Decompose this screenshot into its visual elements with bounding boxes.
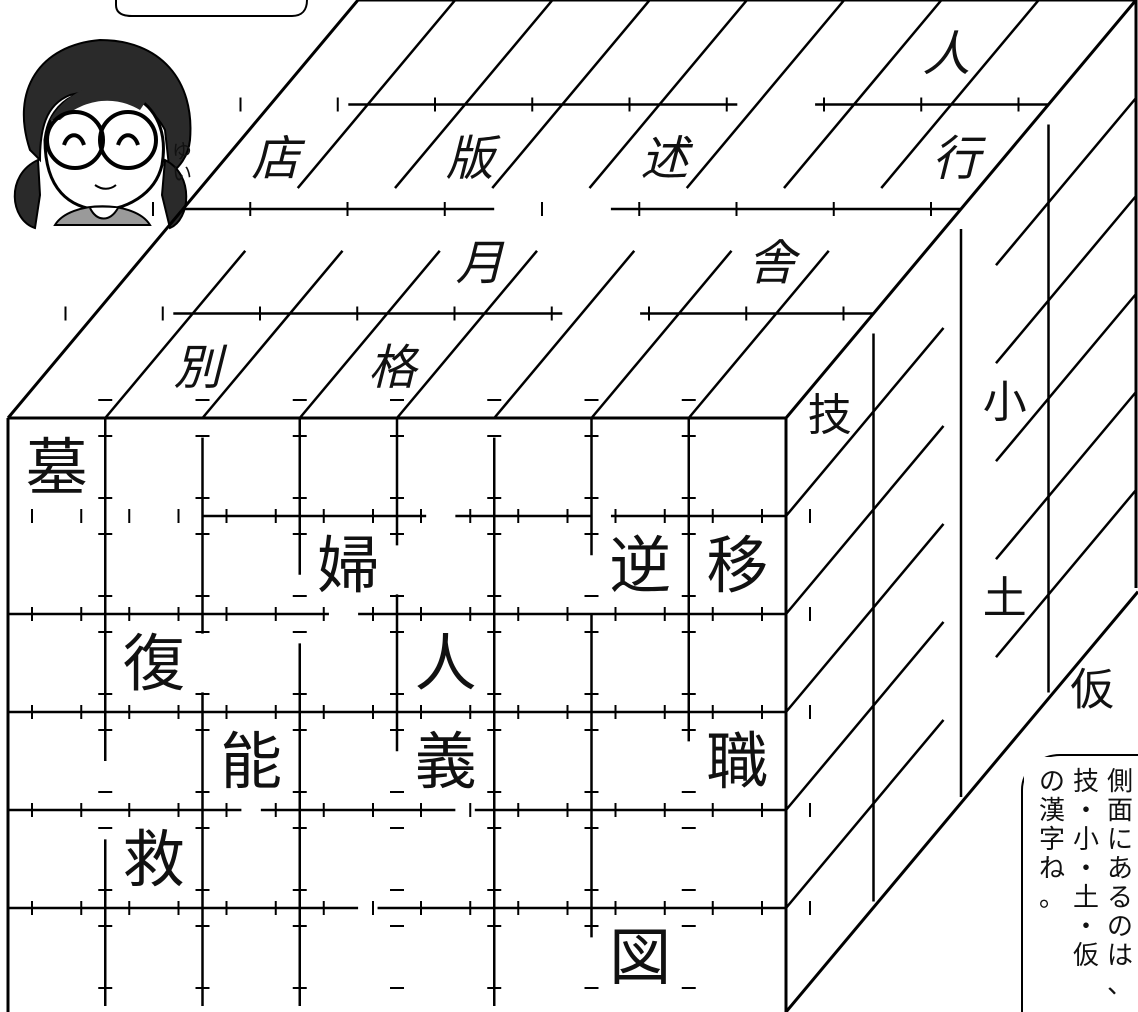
side-kanji: 技 — [808, 390, 852, 441]
svg-text:ゆ: ゆ — [172, 139, 192, 163]
cube-top-face — [6, 0, 1136, 419]
top-edge — [6, 0, 1136, 419]
front-kanji: 逆 — [609, 529, 671, 602]
speech-char: 面 — [1107, 796, 1133, 826]
front-kanji: 復 — [123, 627, 185, 700]
side-maze-wall — [995, 195, 1137, 365]
top-maze-wall — [588, 0, 748, 189]
top-kanji: 舎 — [747, 235, 800, 291]
svg-text:い: い — [172, 161, 192, 185]
front-kanji: 墓 — [26, 431, 88, 504]
top-maze-wall — [201, 249, 344, 419]
speech-char: 字 — [1039, 825, 1065, 855]
speech-char: 、 — [1107, 970, 1133, 1000]
speech-char: 仮 — [1073, 941, 1099, 971]
side-kanji: 仮 — [1070, 664, 1114, 715]
top-kanji: 月 — [456, 235, 505, 291]
top-kanji: 版 — [446, 131, 501, 187]
side-kanji: 土 — [983, 573, 1027, 624]
speech-char: の — [1039, 767, 1065, 797]
front-kanji: 移 — [706, 529, 768, 602]
side-edge-bottom — [784, 590, 1138, 1012]
top-maze-wall — [104, 249, 247, 419]
front-kanji: 図 — [609, 921, 671, 994]
side-maze-wall — [785, 621, 945, 811]
front-kanji: 人 — [415, 627, 477, 700]
top-maze-wall — [493, 249, 636, 419]
speech-char: ・ — [1073, 912, 1099, 942]
top-maze-wall — [590, 249, 733, 419]
front-kanji: 義 — [415, 725, 477, 798]
character-illustration: ゆ い — [13, 38, 192, 230]
speech-char: は — [1107, 941, 1133, 971]
top-kanji: 人 — [922, 26, 970, 82]
side-kanji: 小 — [983, 377, 1027, 428]
side-maze-wall — [785, 425, 945, 615]
top-maze-wall — [491, 0, 651, 189]
speech-line: 技・小・土・仮 — [1073, 767, 1099, 971]
speech-char: る — [1107, 883, 1133, 913]
front-kanji: 婦 — [317, 529, 379, 602]
top-maze-wall — [396, 249, 538, 419]
speech-char: 側 — [1107, 767, 1133, 797]
speech-char: の — [1107, 912, 1133, 942]
side-maze-wall — [785, 327, 945, 517]
front-kanji: 能 — [220, 725, 282, 798]
top-maze-wall — [296, 0, 457, 189]
speech-char: ・ — [1073, 796, 1099, 826]
cube-front-face — [6, 399, 811, 1012]
side-maze-wall — [785, 719, 945, 909]
side-maze-wall — [995, 391, 1137, 561]
top-kanji: 格 — [368, 340, 420, 396]
top-maze-wall — [685, 0, 846, 189]
speech-char: 技 — [1073, 767, 1099, 797]
top-maze-wall — [298, 249, 441, 419]
top-maze-wall — [394, 0, 554, 189]
top-maze-wall — [880, 0, 1040, 189]
front-kanji: 救 — [123, 823, 185, 896]
side-maze-wall — [785, 523, 945, 713]
cube-side-face — [784, 0, 1138, 1012]
top-maze-wall — [687, 249, 830, 419]
speech-bubble-topleft — [115, 0, 308, 17]
side-maze-wall — [995, 489, 1137, 659]
top-kanji: 店 — [251, 131, 305, 187]
side-maze-wall — [995, 293, 1137, 463]
top-maze-wall — [783, 0, 943, 189]
speech-char: ・ — [1073, 854, 1099, 884]
speech-char: に — [1107, 825, 1133, 855]
side-maze-wall — [995, 97, 1137, 267]
top-kanji: 別 — [174, 340, 228, 396]
character-name: ゆ い — [172, 139, 192, 185]
top-kanji: 行 — [932, 131, 986, 187]
kanji-layer: 墓婦逆移復人能義職救図人店版述行月舎別格技小土仮 — [26, 26, 1115, 994]
speech-char: あ — [1107, 854, 1133, 884]
speech-char: 小 — [1073, 825, 1099, 855]
top-kanji: 述 — [640, 131, 693, 187]
speech-char: 。 — [1039, 883, 1065, 913]
front-kanji: 職 — [706, 725, 768, 798]
speech-char: ね — [1039, 854, 1065, 884]
speech-char: 土 — [1073, 883, 1099, 913]
speech-char: 漢 — [1039, 796, 1065, 826]
